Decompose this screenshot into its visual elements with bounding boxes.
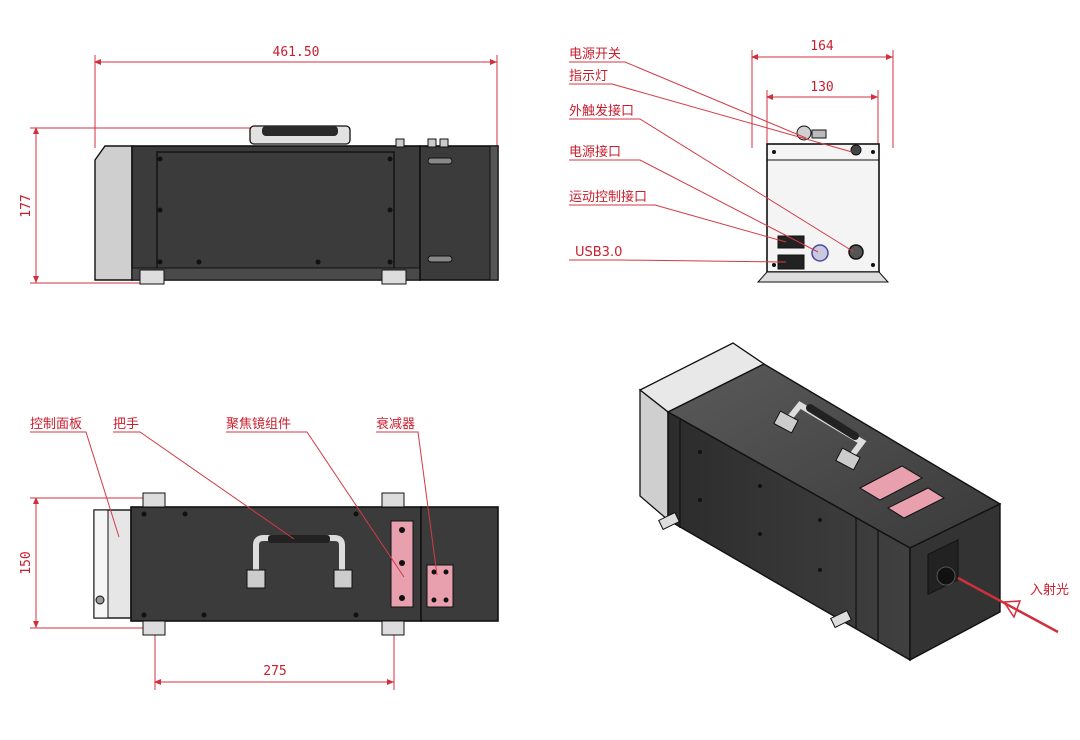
label-power-port: 电源接口 <box>569 144 621 160</box>
iso-attenuator-plate <box>886 487 946 519</box>
label-external-trigger: 外触发接口 <box>569 103 634 119</box>
trigger-port <box>848 244 864 260</box>
motion-control-port <box>777 235 805 249</box>
attenuator-plate <box>426 564 454 608</box>
dim-depth-text: 150 <box>19 551 34 574</box>
iso-input-aperture <box>936 566 956 586</box>
indicator-led <box>850 144 862 156</box>
side-control-panel <box>94 145 133 281</box>
power-port <box>811 244 829 262</box>
front-view: 164 130 电源开关 指示灯 外触发接口 电源接口 运动控制接口 USB3.… <box>569 39 894 283</box>
iso-view: 入射光 <box>638 342 1069 662</box>
label-control-panel: 控制面板 <box>30 417 82 432</box>
dim-height-text: 177 <box>19 194 34 217</box>
side-handle-grip <box>262 126 338 136</box>
dimension-height: 177 <box>19 127 255 284</box>
label-handle: 把手 <box>113 417 139 432</box>
top-main-body <box>130 506 422 622</box>
side-main-body <box>131 145 421 281</box>
dim-width-inner-text: 130 <box>810 80 833 95</box>
label-attenuator: 衰减器 <box>376 416 415 432</box>
power-switch-knob <box>796 125 812 141</box>
top-view: 150 275 控制面板 把手 <box>19 416 499 690</box>
iso-focus-plate <box>858 465 924 501</box>
dim-width-total-text: 164 <box>810 39 834 54</box>
side-foot-right <box>381 269 407 285</box>
side-bolts <box>157 156 393 265</box>
iso-control-panel <box>639 388 669 522</box>
dim-length-text: 461.50 <box>273 45 320 60</box>
label-indicator-light: 指示灯 <box>569 69 608 84</box>
label-power-switch: 电源开关 <box>569 47 621 62</box>
dim-handle-spacing-text: 275 <box>263 664 286 679</box>
dimension-length: 461.50 <box>94 45 498 148</box>
label-focus-lens-assembly: 聚焦镜组件 <box>226 417 291 432</box>
side-foot-left <box>139 269 165 285</box>
label-motion-control-port: 运动控制接口 <box>569 189 647 205</box>
iso-end-face <box>909 502 1001 662</box>
side-view: 461.50 177 <box>19 45 499 285</box>
label-incident-light: 入射光 <box>1030 582 1069 598</box>
incident-light-arrow <box>957 576 1059 634</box>
front-base <box>756 271 890 283</box>
label-usb: USB3.0 <box>575 245 622 260</box>
